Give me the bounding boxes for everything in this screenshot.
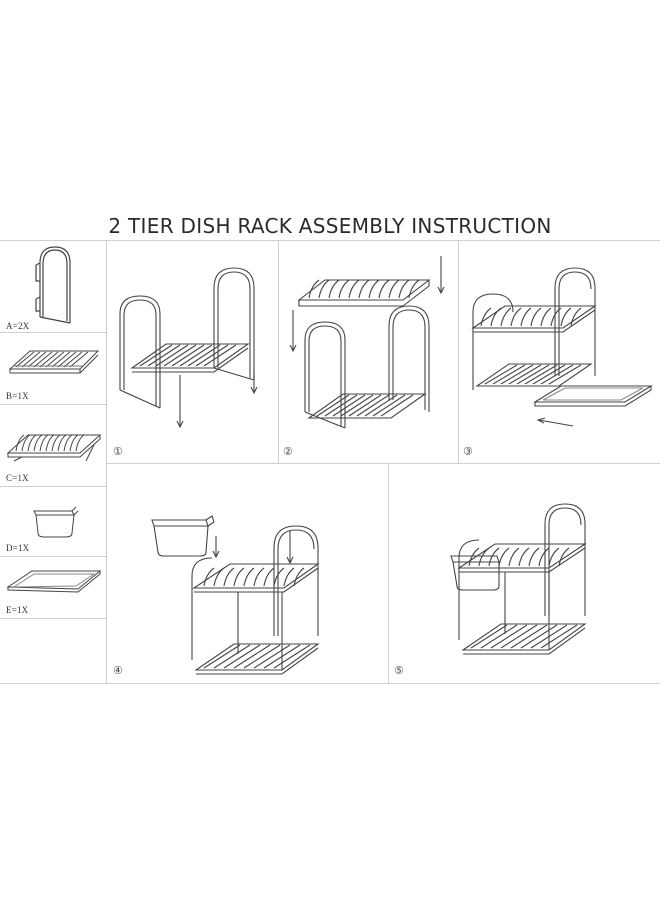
step-5: ⑤ [389, 464, 660, 683]
side-frame-icon [35, 246, 71, 324]
step-3: ③ [459, 240, 660, 463]
part-a: A=2X [0, 240, 106, 332]
instruction-sheet: A=2X B=1X [0, 240, 660, 684]
bottom-border [0, 683, 660, 684]
step-number: ② [283, 445, 293, 458]
page-title: 2 TIER DISH RACK ASSEMBLY INSTRUCTION [108, 214, 552, 238]
column-divider [388, 463, 389, 684]
top-border [0, 240, 660, 241]
step-4-illustration [151, 515, 320, 675]
step-number: ④ [113, 664, 123, 677]
parts-empty-cell [0, 618, 106, 684]
drip-tray-icon [6, 570, 102, 593]
parts-list: A=2X B=1X [0, 240, 107, 684]
column-divider [278, 240, 279, 463]
part-b: B=1X [0, 332, 106, 404]
row-divider [107, 463, 660, 464]
part-d: D=1X [0, 486, 106, 556]
step-number: ⑤ [394, 664, 404, 677]
step-2-illustration [289, 256, 445, 429]
part-c: C=1X [0, 404, 106, 486]
part-label: B=1X [6, 391, 29, 401]
step-number: ③ [463, 445, 473, 458]
lower-rack-icon [8, 350, 100, 374]
step-2: ② [279, 240, 458, 463]
part-label: C=1X [6, 473, 29, 483]
part-label: D=1X [6, 543, 30, 553]
part-e: E=1X [0, 556, 106, 618]
step-number: ① [113, 445, 123, 458]
column-divider [458, 240, 459, 463]
step-1-illustration [119, 267, 258, 429]
step-5-illustration [450, 503, 587, 655]
part-label: A=2X [6, 321, 30, 331]
step-1: ① [108, 240, 278, 463]
upper-plate-rack-icon [6, 434, 102, 462]
utensil-holder-icon [33, 506, 79, 538]
step-3-illustration [471, 267, 653, 427]
step-4: ④ [108, 464, 388, 683]
part-label: E=1X [6, 605, 29, 615]
